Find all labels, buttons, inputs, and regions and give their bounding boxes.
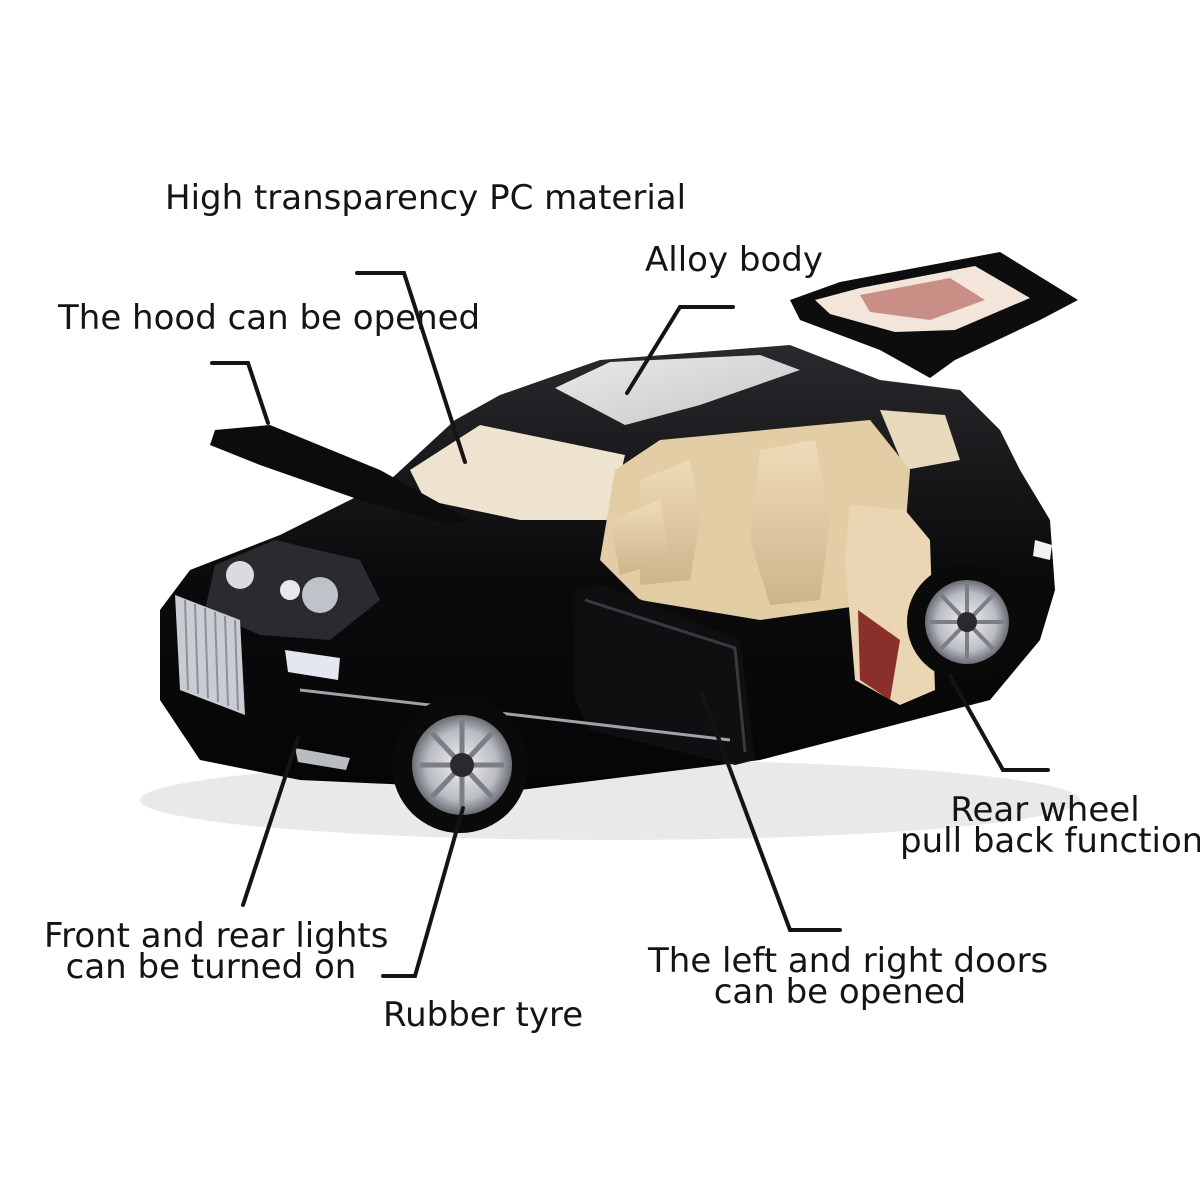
callout-doors: The left and right doors can be opened [648,941,1049,1012]
front-wheel [392,697,528,833]
callout-doors-line1: The left and right doors [648,941,1049,981]
callout-alloy-body: Alloy body [645,240,823,280]
callout-lights-line2: can be turned on [65,947,357,987]
callout-rear-wheel: Rear wheel pull back function [900,790,1200,861]
callout-doors-line2: can be opened [713,972,967,1012]
car-body [160,345,1055,790]
callout-pc-material: High transparency PC material [165,178,687,218]
callout-hood: The hood can be opened [58,298,481,338]
callout-lights: Front and rear lights can be turned on [44,916,389,987]
callout-lights-line1: Front and rear lights [44,916,389,956]
tailgate-open [790,252,1078,378]
callout-rear-wheel-line2: pull back function [900,821,1200,861]
callout-rear-wheel-line1: Rear wheel [950,790,1140,830]
rear-wheel [907,564,1023,680]
callout-tyre: Rubber tyre [383,995,584,1035]
